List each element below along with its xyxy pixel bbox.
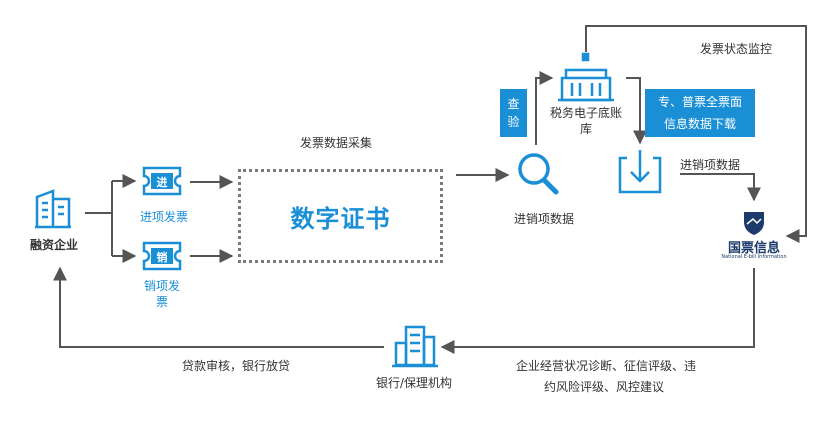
guopiao-subtitle: National E-bill Information bbox=[721, 254, 787, 260]
magnifier-icon bbox=[518, 153, 559, 195]
download-to-guopiao-arrow bbox=[680, 173, 761, 202]
output-invoice-label-line1: 销项发 bbox=[143, 279, 180, 293]
guopiao-name: 国票信息 bbox=[727, 241, 780, 256]
digital-certificate-label: 数字证书 bbox=[290, 204, 391, 233]
invoice-collect-label: 发票数据采集 bbox=[300, 136, 373, 150]
download-data-label: 进销项数据 bbox=[680, 158, 741, 172]
output-ticket-icon bbox=[142, 241, 182, 271]
company-to-invoices-connector bbox=[85, 174, 137, 263]
inspect-badge-line2: 验 bbox=[507, 115, 520, 129]
inspect-badge: 查 验 bbox=[500, 89, 527, 137]
tax-db-label-line2: 库 bbox=[579, 122, 592, 136]
full-download-line2: 信息数据下载 bbox=[663, 117, 736, 131]
building-icon bbox=[35, 189, 71, 229]
download-icon bbox=[618, 150, 662, 194]
government-building-icon bbox=[558, 52, 614, 102]
taxdb-to-download-arrow bbox=[626, 77, 647, 145]
output-ticket-glyph: 销 bbox=[156, 251, 168, 264]
tax-db-label-line1: 税务电子底账 bbox=[549, 106, 622, 120]
bank-label: 银行/保理机构 bbox=[375, 376, 453, 390]
input-invoice-label: 进项发票 bbox=[139, 210, 188, 224]
bank-building-icon bbox=[392, 325, 438, 368]
guopiao-to-bank-arrow bbox=[440, 268, 755, 354]
monitor-label: 发票状态监控 bbox=[700, 42, 773, 56]
report-label-line1: 企业经营状况诊断、征信评级、违 bbox=[516, 359, 697, 373]
search-data-label: 进销项数据 bbox=[514, 212, 575, 226]
digital-certificate-box: 数字证书 bbox=[238, 169, 443, 263]
guopiao-logo-icon bbox=[744, 212, 764, 235]
full-download-badge: 专、普票全票面 信息数据下载 bbox=[645, 89, 755, 137]
search-to-taxdb-arrow bbox=[535, 71, 554, 145]
full-download-line1: 专、普票全票面 bbox=[657, 95, 742, 109]
input-ticket-icon bbox=[142, 166, 182, 196]
inspect-badge-line1: 查 bbox=[507, 97, 520, 111]
report-label-line2: 约风险评级、风控建议 bbox=[544, 380, 665, 394]
company-label: 融资企业 bbox=[29, 238, 78, 252]
monitor-loop-arrow bbox=[585, 25, 807, 243]
bank-to-company-arrow bbox=[53, 266, 384, 348]
input-ticket-glyph: 进 bbox=[156, 176, 168, 189]
loan-label: 贷款审核，银行放贷 bbox=[182, 359, 291, 373]
output-invoice-label-line2: 票 bbox=[155, 295, 168, 309]
